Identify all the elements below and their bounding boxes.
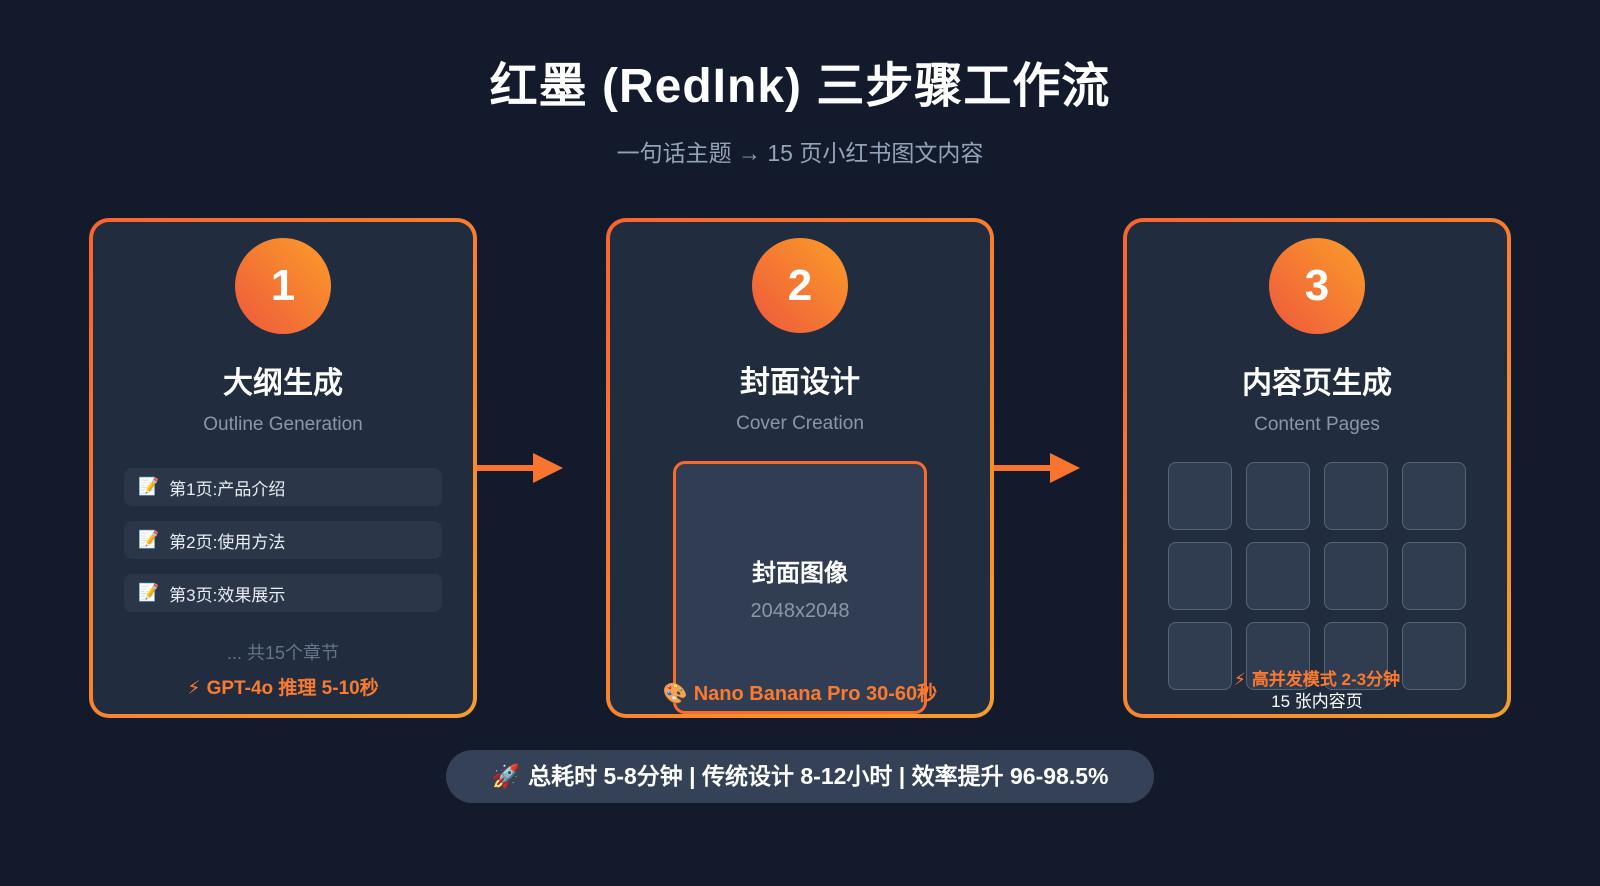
step-footer-note: ⚡ 高并发模式 2-3分钟 <box>1127 665 1507 690</box>
step-number-badge: 2 <box>752 238 848 334</box>
step-card-outline-body: 1 大纲生成 Outline Generation 📝 第1页:产品介绍 📝 第… <box>93 222 473 714</box>
cover-image-placeholder: 封面图像 2048x2048 <box>673 461 927 714</box>
cover-size-label: 2048x2048 <box>750 599 850 622</box>
outline-list-item: 📝 第3页:效果展示 <box>124 574 442 612</box>
step-card-content-pages: 3 内容页生成 Content Pages ⚡ 高并发模式 2-3分钟 15 张内… <box>1123 218 1511 718</box>
content-page-placeholder <box>1324 462 1388 530</box>
page-count-label: 15 张内容页 <box>1271 692 1363 711</box>
step-card-outline: 1 大纲生成 Outline Generation 📝 第1页:产品介绍 📝 第… <box>89 218 477 718</box>
step-footer-note: 🎨Nano Banana Pro 30-60秒 <box>610 677 990 706</box>
memo-icon: 📝 <box>138 583 160 602</box>
memo-icon: 📝 <box>138 530 160 549</box>
workflow-diagram: 红墨 (RedInk) 三步骤工作流 一句话主题 → 15 页小红书图文内容 1… <box>0 46 1600 886</box>
step-footer-label: Nano Banana Pro 30-60秒 <box>693 683 938 705</box>
page-subtitle: 一句话主题 → 15 页小红书图文内容 <box>616 140 984 166</box>
arrow-head <box>533 453 563 483</box>
step-card-content-pages-body: 3 内容页生成 Content Pages ⚡ 高并发模式 2-3分钟 15 张内… <box>1127 222 1507 714</box>
rocket-icon: 🚀 <box>491 763 521 789</box>
content-page-placeholder <box>1168 622 1232 690</box>
arrow-cell <box>994 218 1123 718</box>
content-page-placeholder <box>1324 622 1388 690</box>
arrow-right-icon <box>994 453 1080 483</box>
outline-item-label: 第1页:产品介绍 <box>169 479 286 499</box>
content-page-placeholder <box>1246 542 1310 610</box>
palette-icon: 🎨 <box>662 683 688 705</box>
step-subtitle-en: Cover Creation <box>736 413 864 435</box>
step-subtitle-en: Content Pages <box>1254 414 1380 435</box>
step-subtitle-en: Outline Generation <box>203 414 363 435</box>
outline-list-item: 📝 第2页:使用方法 <box>124 521 442 559</box>
step-footer-label: GPT-4o 推理 5-10秒 <box>206 678 379 699</box>
outline-list-item: 📝 第1页:产品介绍 <box>124 468 442 506</box>
summary-label: 总耗时 5-8分钟 | 传统设计 8-12小时 | 效率提升 96-98.5% <box>528 763 1109 789</box>
content-page-placeholder <box>1402 462 1466 530</box>
content-page-placeholder <box>1168 542 1232 610</box>
outline-more-label: ... 共15个章节 <box>226 643 340 663</box>
content-page-placeholder <box>1168 462 1232 530</box>
lightning-icon: ⚡ <box>187 678 201 699</box>
content-page-placeholder <box>1324 542 1388 610</box>
step-card-cover-body: 2 封面设计 Cover Creation 封面图像 2048x2048 🎨Na… <box>610 222 990 714</box>
arrow-shaft <box>994 465 1050 471</box>
outline-item-label: 第3页:效果展示 <box>169 585 286 605</box>
page-title: 红墨 (RedInk) 三步骤工作流 <box>489 60 1111 113</box>
step-card-cover: 2 封面设计 Cover Creation 封面图像 2048x2048 🎨Na… <box>606 218 994 718</box>
content-page-placeholder <box>1246 462 1310 530</box>
arrow-shaft <box>477 465 533 471</box>
arrow-cell <box>477 218 606 718</box>
outline-list: 📝 第1页:产品介绍 📝 第2页:使用方法 📝 第3页:效果展示 <box>124 468 442 627</box>
content-page-placeholder <box>1402 622 1466 690</box>
lightning-icon: ⚡ <box>1233 670 1246 689</box>
outline-item-label: 第2页:使用方法 <box>169 532 286 552</box>
step-title: 大纲生成 <box>223 367 343 400</box>
cover-label: 封面图像 <box>752 559 848 587</box>
arrow-right-icon <box>477 453 563 483</box>
step-footer-label: 高并发模式 2-3分钟 <box>1251 670 1401 689</box>
step-number-badge: 3 <box>1269 238 1365 334</box>
memo-icon: 📝 <box>138 477 160 496</box>
content-page-placeholder <box>1246 622 1310 690</box>
content-page-placeholder <box>1402 542 1466 610</box>
steps-row: 1 大纲生成 Outline Generation 📝 第1页:产品介绍 📝 第… <box>0 218 1600 718</box>
content-pages-grid <box>1168 462 1466 690</box>
step-title: 封面设计 <box>740 366 860 400</box>
arrow-head <box>1050 453 1080 483</box>
step-title: 内容页生成 <box>1242 367 1392 400</box>
step-number-badge: 1 <box>235 238 331 334</box>
summary-pill: 🚀 总耗时 5-8分钟 | 传统设计 8-12小时 | 效率提升 96-98.5% <box>445 750 1155 803</box>
step-footer-note: ⚡GPT-4o 推理 5-10秒 <box>93 673 473 700</box>
